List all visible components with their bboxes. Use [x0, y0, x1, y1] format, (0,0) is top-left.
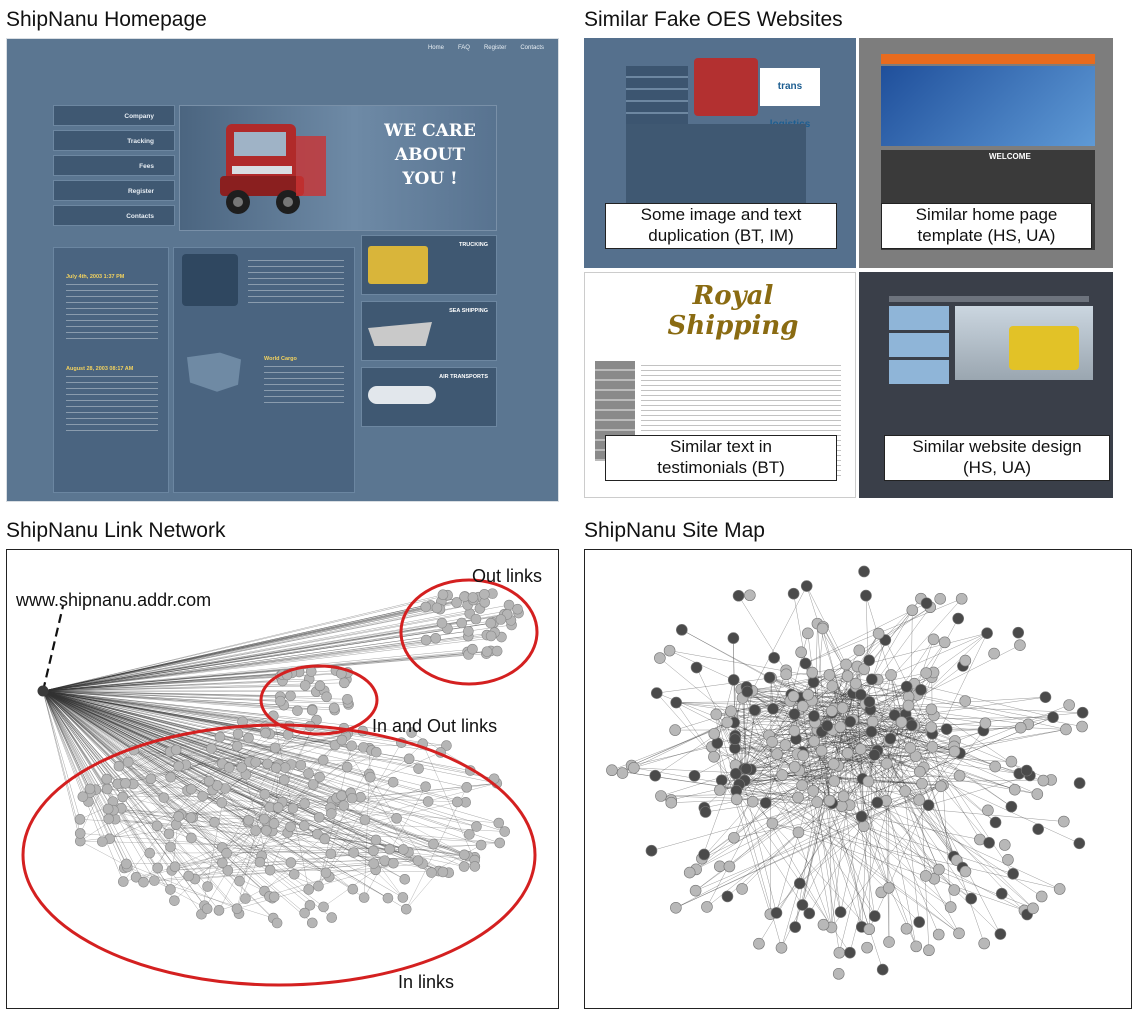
world-cargo-label: World Cargo: [264, 356, 297, 362]
service-air-transports[interactable]: AIR TRANSPORTS: [361, 367, 497, 427]
intro-text: [248, 260, 344, 308]
homepage-nav: Home FAQ Register Contacts: [428, 45, 544, 51]
news-column: July 4th, 2003 1:37 PM August 28, 2003 0…: [53, 247, 169, 493]
in-links-label: In links: [398, 972, 455, 992]
nav-contacts[interactable]: Contacts: [520, 45, 544, 51]
caption2-line1: Similar home page: [915, 205, 1058, 224]
menu-register[interactable]: Register: [53, 180, 175, 201]
news-text-1: [66, 284, 158, 344]
caption4-line1: Similar website design: [912, 437, 1082, 456]
truck-image: [220, 124, 326, 214]
menu-fees[interactable]: Fees: [53, 155, 175, 176]
news-date-1: July 4th, 2003 1:37 PM: [66, 274, 125, 280]
fake1-content: [626, 124, 806, 204]
news-text-2: [66, 376, 158, 436]
ship-image: [368, 322, 432, 346]
usa-map-icon: [187, 352, 241, 392]
menu-company[interactable]: Company: [53, 105, 175, 126]
slogan-line-3: YOU !: [402, 169, 458, 189]
homepage-title: ShipNanu Homepage: [6, 8, 207, 31]
domain-label: www.shipnanu.addr.com: [16, 590, 212, 610]
caption1-line2: duplication (BT, IM): [648, 226, 794, 245]
hero-slogan: WE CARE ABOUT YOU !: [375, 119, 485, 191]
fake1-truck: [694, 58, 758, 116]
fake2-welcome: WELCOME: [989, 152, 1031, 161]
fake-sites-title: Similar Fake OES Websites: [584, 8, 843, 31]
trucking-image: [368, 246, 428, 284]
fake3-logo: Royal Shipping: [667, 281, 799, 341]
hub-node: [37, 685, 49, 697]
site-map-graph: [606, 565, 1089, 980]
link-network-graph: [21, 578, 539, 987]
fake2-banner: [881, 66, 1095, 146]
world-cargo-text: [264, 366, 344, 406]
service-sea-shipping[interactable]: SEA SHIPPING: [361, 301, 497, 361]
caption-website-design: Similar website design (HS, UA): [884, 435, 1110, 481]
fake1-logo: trans logistics: [760, 68, 820, 130]
hero-banner: [179, 105, 497, 231]
caption3-line2: testimonials (BT): [657, 458, 785, 477]
homepage-screenshot: Home FAQ Register Contacts Company Track…: [6, 38, 559, 502]
air-transports-label: AIR TRANSPORTS: [439, 374, 488, 380]
plane-image: [368, 386, 436, 404]
homepage-menu: Company Tracking Fees Register Contacts: [53, 105, 175, 230]
out-links-label: Out links: [472, 566, 543, 586]
caption-image-text-duplication: Some image and text duplication (BT, IM): [605, 203, 837, 249]
nav-register[interactable]: Register: [483, 45, 507, 51]
caption1-line1: Some image and text: [640, 205, 802, 224]
nav-faq[interactable]: FAQ: [457, 45, 470, 51]
nav-home[interactable]: Home: [427, 45, 444, 51]
link-network-title: ShipNanu Link Network: [6, 519, 226, 542]
news-date-2: August 28, 2003 08:17 AM: [66, 366, 134, 372]
slogan-line-1: WE CARE: [384, 121, 476, 141]
network-nodes: [74, 588, 524, 929]
caption3-line1: Similar text in: [669, 437, 773, 456]
fake4-nav: [889, 296, 1089, 302]
link-network-panel: [6, 549, 559, 1009]
sitemap-nodes: [606, 565, 1089, 980]
in-out-links-label: In and Out links: [372, 716, 498, 736]
truck-thumb: [182, 254, 238, 306]
trucking-label: TRUCKING: [458, 242, 488, 248]
site-map-panel: [584, 549, 1132, 1009]
out-links-ring: [399, 578, 539, 686]
fake2-nav: [881, 54, 1095, 64]
center-column: World Cargo: [173, 247, 355, 493]
fake4-thumbs: [889, 306, 949, 386]
site-map-title: ShipNanu Site Map: [584, 519, 765, 542]
menu-tracking[interactable]: Tracking: [53, 130, 175, 151]
fake4-truck: [1009, 326, 1079, 370]
caption2-line2: template (HS, UA): [917, 226, 1056, 245]
service-trucking[interactable]: TRUCKING: [361, 235, 497, 295]
caption4-line2: (HS, UA): [963, 458, 1031, 477]
sea-shipping-label: SEA SHIPPING: [449, 308, 488, 314]
menu-contacts[interactable]: Contacts: [53, 205, 175, 226]
sitemap-edges: [611, 585, 1083, 970]
caption-home-page-template: Similar home page template (HS, UA): [881, 203, 1092, 249]
caption-testimonials: Similar text in testimonials (BT): [605, 435, 837, 481]
slogan-line-2: ABOUT: [394, 145, 466, 165]
in-out-links-ring: [259, 664, 379, 736]
